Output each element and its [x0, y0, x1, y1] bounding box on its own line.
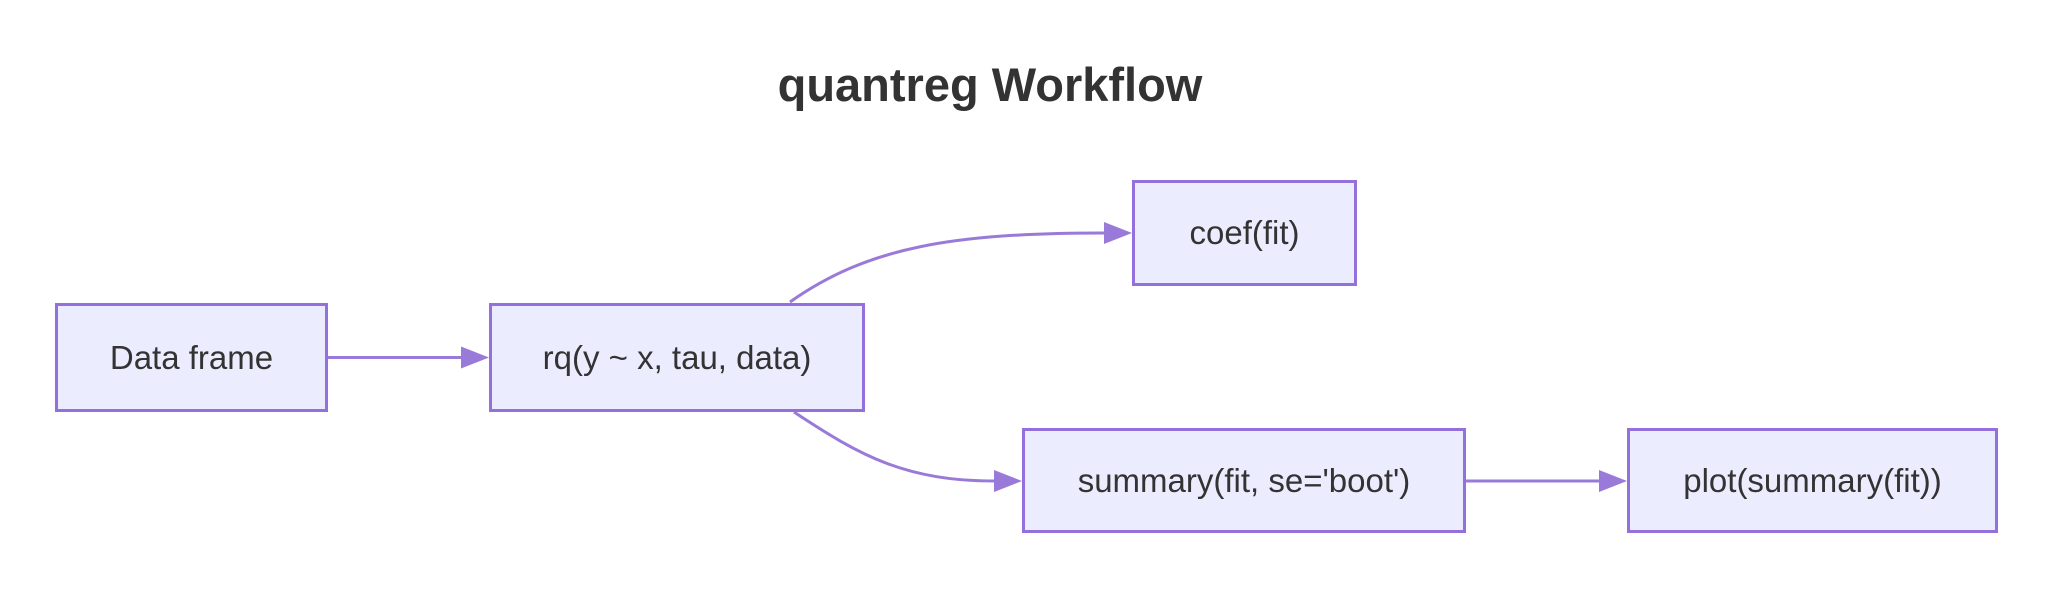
diagram-title: quantreg Workflow: [777, 58, 1203, 111]
node-data-frame: Data frame: [55, 303, 328, 412]
node-label: summary(fit, se='boot'): [1077, 461, 1411, 499]
node-label: plot(summary(fit)): [1683, 461, 1942, 499]
node-summary-call: summary(fit, se='boot'): [1022, 428, 1466, 533]
arrowhead-icon: [1104, 222, 1132, 244]
node-rq-call: rq(y ~ x, tau, data): [489, 303, 865, 412]
arrowhead-icon: [1599, 470, 1627, 492]
edge-dataframe-to-rq: [328, 346, 489, 369]
arrowhead-icon: [994, 470, 1022, 492]
edge-line: [793, 410, 997, 483]
node-label: Data frame: [109, 338, 274, 376]
edge-summary-to-plot: [1466, 470, 1627, 492]
node-plot-call: plot(summary(fit)): [1627, 428, 1998, 533]
arrowhead-icon: [461, 346, 489, 369]
node-label: rq(y ~ x, tau, data): [542, 338, 812, 376]
edge-rq-to-coef: [789, 222, 1132, 304]
edge-line: [789, 231, 1107, 304]
node-label: coef(fit): [1189, 214, 1300, 251]
edge-rq-to-summary: [793, 410, 1022, 492]
node-coef-call: coef(fit): [1132, 180, 1357, 286]
